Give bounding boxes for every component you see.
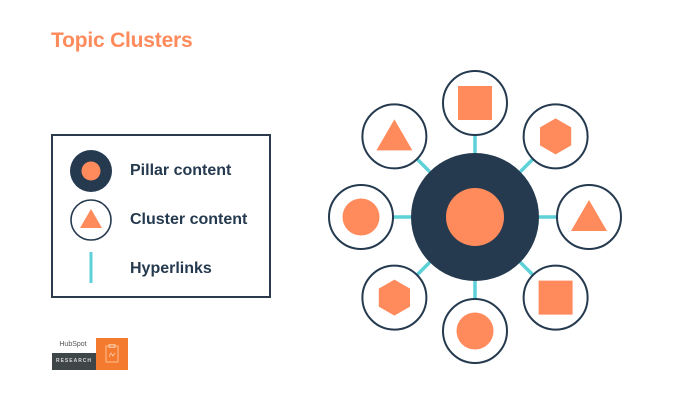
hubspot-research-logo: HubSpot RESEARCH (52, 338, 128, 372)
hexagon-icon (540, 118, 572, 155)
legend-item-hyperlinks: Hyperlinks (53, 247, 269, 291)
cluster-node-right (556, 184, 622, 250)
circle-icon (456, 312, 494, 350)
pillar-node (411, 153, 539, 281)
cluster-node-left (328, 184, 394, 250)
legend-label: Cluster content (130, 211, 248, 228)
legend-label: Pillar content (130, 162, 232, 179)
clipboard-icon (96, 338, 128, 370)
hyperlink-top-left (415, 157, 431, 173)
cluster-node-bottom-left (361, 264, 428, 331)
pillar-inner-circle-icon (446, 188, 504, 246)
square-icon (538, 280, 573, 315)
pillar-circle-icon (70, 150, 112, 192)
hexagon-icon (378, 279, 410, 316)
cluster-node-top-left (361, 103, 428, 170)
cluster-node-bottom-right (522, 264, 589, 331)
legend-item-cluster: Cluster content (53, 198, 269, 242)
hyperlink-bottom-right (519, 261, 535, 277)
hyperlink-bottom-left (415, 261, 431, 277)
legend: Pillar content Cluster content Hyperlink… (51, 134, 271, 298)
cluster-triangle-icon (70, 199, 112, 241)
logo-research-bar: RESEARCH (52, 353, 96, 370)
square-icon (458, 86, 492, 120)
logo-brand: HubSpot (59, 341, 87, 348)
hyperlink-top-right (519, 157, 535, 173)
page-title: Topic Clusters (51, 29, 193, 52)
triangle-icon (571, 200, 607, 231)
cluster-node-top-right (522, 103, 589, 170)
hyperlink-line-icon (89, 252, 93, 283)
cluster-node-top (442, 70, 508, 136)
logo-sub: RESEARCH (55, 358, 93, 364)
legend-item-pillar: Pillar content (53, 149, 269, 193)
circle-icon (342, 198, 380, 236)
legend-label: Hyperlinks (130, 260, 212, 277)
triangle-icon (376, 119, 413, 151)
cluster-node-bottom (442, 298, 508, 364)
